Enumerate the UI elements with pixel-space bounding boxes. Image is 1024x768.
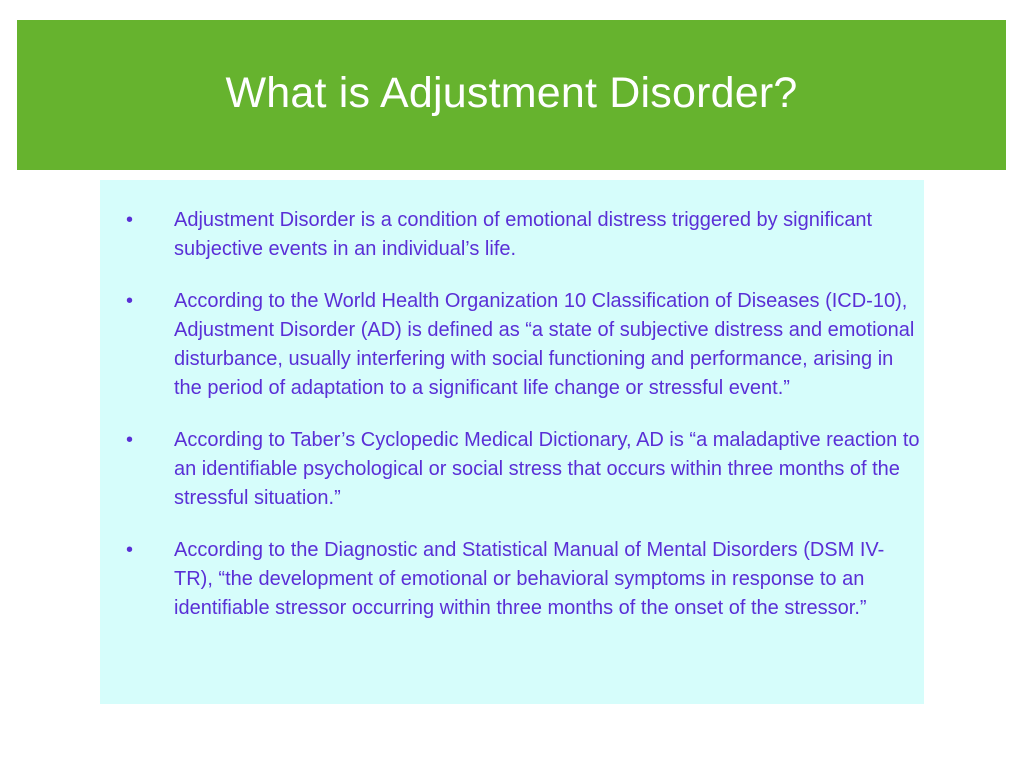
- bullet-text: According to the Diagnostic and Statisti…: [174, 539, 885, 619]
- bullet-text: According to Taber’s Cyclopedic Medical …: [174, 429, 920, 509]
- bullet-item: • According to the Diagnostic and Statis…: [126, 536, 922, 623]
- bullet-item: • Adjustment Disorder is a condition of …: [126, 206, 922, 264]
- bullet-dot-icon: •: [126, 290, 134, 312]
- title-banner: What is Adjustment Disorder?: [17, 20, 1006, 170]
- bullet-dot-icon: •: [126, 539, 134, 561]
- bullet-text: According to the World Health Organizati…: [174, 290, 915, 399]
- content-box: • Adjustment Disorder is a condition of …: [100, 180, 924, 704]
- bullet-dot-icon: •: [126, 209, 134, 231]
- bullet-item: • According to the World Health Organiza…: [126, 287, 922, 403]
- bullet-dot-icon: •: [126, 429, 134, 451]
- slide-title: What is Adjustment Disorder?: [225, 68, 798, 117]
- bullet-text: Adjustment Disorder is a condition of em…: [174, 209, 873, 260]
- bullet-item: • According to Taber’s Cyclopedic Medica…: [126, 426, 922, 513]
- bullet-list: • Adjustment Disorder is a condition of …: [126, 206, 922, 646]
